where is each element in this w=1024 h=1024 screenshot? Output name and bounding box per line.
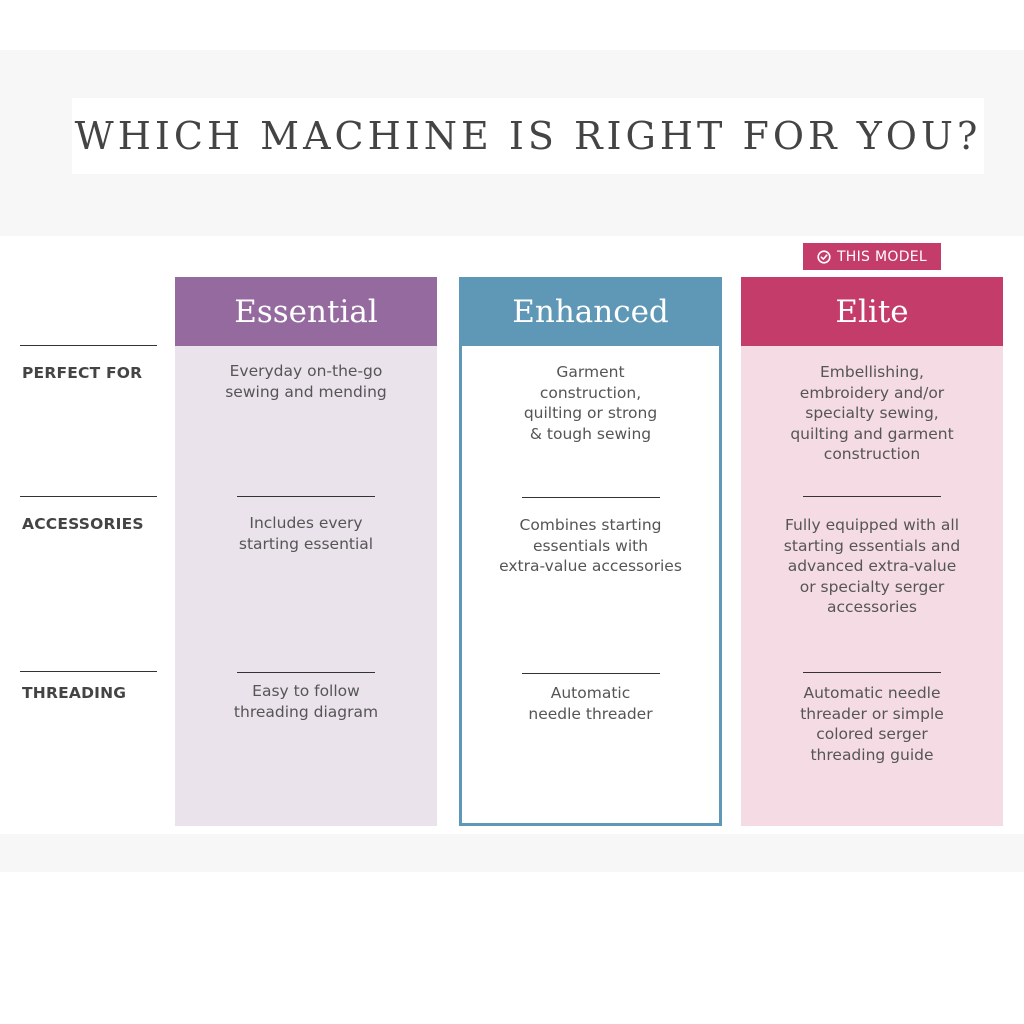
essential-threading: Easy to follow threading diagram: [233, 682, 379, 721]
row-label-perfect-for-group: PERFECT FOR: [20, 345, 157, 382]
column-enhanced: Enhanced Garment construction, quilting …: [459, 277, 722, 826]
cell-divider: [521, 673, 660, 674]
cell-divider: [521, 497, 660, 498]
column-header-enhanced: Enhanced: [459, 277, 722, 346]
column-header-elite: Elite: [741, 277, 1003, 346]
title-banner: WHICH MACHINE IS RIGHT FOR YOU?: [72, 98, 984, 174]
essential-accessories: Includes every starting essential: [238, 514, 374, 553]
elite-accessories: Fully equipped with all starting essenti…: [783, 516, 961, 617]
cell-divider: [237, 496, 375, 497]
enhanced-perfect-for: Garment construction, quilting or strong…: [523, 363, 658, 443]
cell-divider: [803, 496, 941, 497]
cell-divider: [237, 672, 375, 673]
row-label-threading: THREADING: [22, 684, 127, 702]
column-header-essential: Essential: [175, 277, 437, 346]
elite-threading: Automatic needle threader or simple colo…: [800, 684, 944, 764]
this-model-badge: THIS MODEL: [803, 243, 941, 270]
row-rule: [20, 496, 157, 497]
row-rule: [20, 671, 157, 672]
row-label-threading-group: THREADING: [20, 671, 157, 702]
elite-perfect-for: Embellishing, embroidery and/or specialt…: [790, 363, 954, 464]
enhanced-threading: Automatic needle threader: [528, 684, 653, 723]
page-title: WHICH MACHINE IS RIGHT FOR YOU?: [74, 114, 982, 158]
enhanced-accessories: Combines starting essentials with extra-…: [499, 516, 682, 576]
row-label-accessories: ACCESSORIES: [22, 515, 144, 533]
essential-perfect-for: Everyday on-the-go sewing and mending: [225, 362, 387, 401]
check-circle-icon: [817, 249, 831, 264]
cell-divider: [803, 672, 941, 673]
this-model-label: THIS MODEL: [836, 248, 928, 265]
row-label-perfect-for: PERFECT FOR: [22, 364, 143, 382]
row-rule: [20, 345, 157, 346]
column-essential: Essential Everyday on-the-go sewing and …: [175, 277, 437, 826]
row-label-accessories-group: ACCESSORIES: [20, 496, 157, 533]
column-elite: Elite Embellishing, embroidery and/or sp…: [741, 277, 1003, 826]
